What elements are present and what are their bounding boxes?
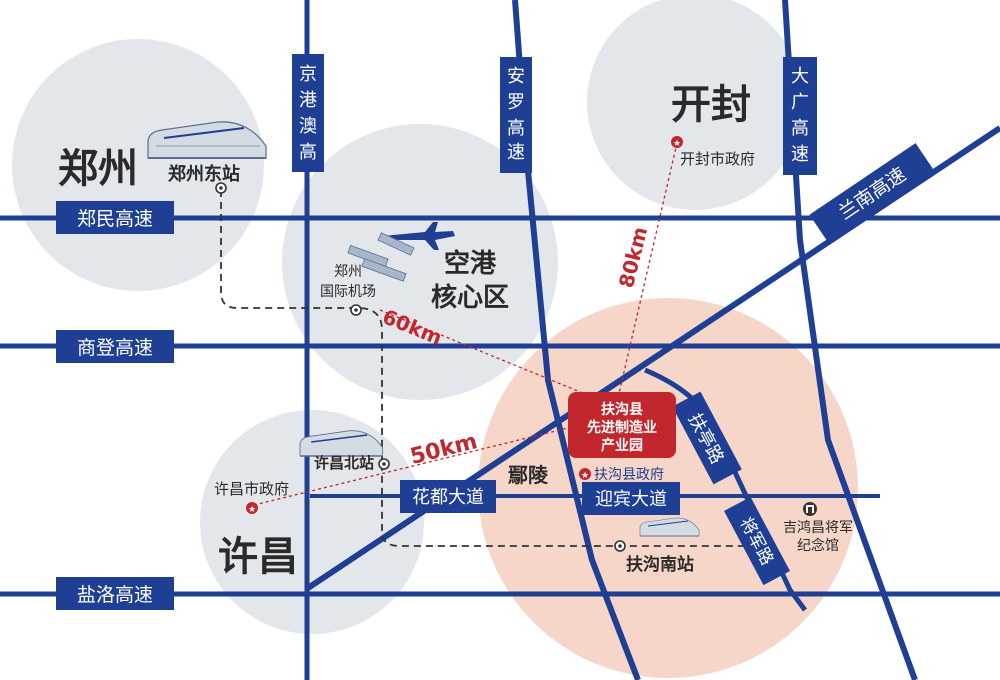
svg-text:★: ★ — [248, 505, 256, 515]
svg-text:高: 高 — [299, 142, 317, 163]
train-icon — [299, 430, 384, 457]
park-line1: 扶沟县 — [601, 401, 643, 418]
station-marker-icon — [614, 540, 626, 552]
train-icon — [639, 517, 700, 537]
xuchang-north-label: 许昌北站 — [314, 454, 374, 472]
line-to-kaifeng — [617, 142, 678, 399]
airplane-icon — [383, 222, 455, 250]
zz-airport-line1: 郑州 — [334, 264, 362, 280]
yanling-name: 鄢陵 — [508, 463, 549, 487]
huadu-label: 花都大道 — [412, 487, 484, 508]
svg-text:★: ★ — [673, 139, 681, 149]
distance-to-xuchang: 50km — [408, 429, 480, 470]
svg-text:港: 港 — [299, 90, 317, 111]
anluo-label: 安罗 高速 — [507, 66, 525, 163]
zhengzhou-name: 郑州 — [58, 146, 138, 192]
train-icon — [147, 121, 267, 159]
zhengmin-label: 郑民高速 — [77, 208, 153, 230]
lanan-label-group: 兰南高速 — [809, 143, 935, 243]
distance-to-kaifeng: 80km — [614, 224, 652, 290]
airport-zone-line2: 核心区 — [431, 282, 509, 313]
star-marker-icon: ★ — [671, 136, 683, 149]
memorial-line2: 纪念馆 — [797, 537, 839, 554]
svg-text:罗: 罗 — [507, 92, 525, 113]
station-marker-icon — [350, 304, 362, 316]
industrial-park-marker: 扶沟县 先进制造业 产业园 — [568, 392, 676, 458]
svg-text:速: 速 — [791, 144, 809, 165]
horizontal-highway-labels: 郑民高速 商登高速 盐洛高速 花都大道 迎宾大道 — [56, 201, 680, 610]
airport-zone-circle — [282, 124, 558, 400]
futing-label-box — [672, 391, 742, 485]
park-line2: 先进制造业 — [587, 419, 657, 436]
shangdeng-label-box — [56, 330, 174, 363]
daguang-label: 大广 高速 — [791, 66, 809, 165]
distance-lines — [253, 142, 678, 506]
fugou-south-label: 扶沟南站 — [626, 554, 694, 575]
svg-text:广: 广 — [791, 92, 809, 113]
huadu-label-box — [400, 480, 496, 513]
station-marker-icon — [215, 182, 227, 194]
yanluo-label-box — [56, 577, 174, 610]
svg-text:澳: 澳 — [299, 116, 317, 137]
memorial-line1: 吉鸿昌将军 — [783, 519, 853, 536]
svg-text:大: 大 — [791, 66, 809, 87]
star-marker-icon: ★ — [246, 502, 258, 515]
svg-text:高: 高 — [507, 118, 525, 139]
place-labels: 郑州东站 郑州 国际机场 开封市政府 许昌北站 许昌市政府 扶沟县政府 扶沟南站… — [168, 150, 853, 575]
line-to-airport — [379, 309, 596, 399]
xuchang-region-circle — [200, 410, 424, 634]
daguang-label-box — [783, 57, 817, 175]
svg-text:高: 高 — [791, 118, 809, 139]
svg-text:京: 京 — [299, 64, 317, 85]
yingbin-label: 迎宾大道 — [595, 489, 667, 510]
airport-terminal-icon — [347, 232, 415, 282]
fugou-gov-label: 扶沟县政府 — [594, 467, 664, 483]
park-line3: 产业园 — [601, 437, 643, 454]
xuchang-name: 许昌 — [218, 534, 298, 580]
city-labels: 郑州 开封 许昌 空港 核心区 鄢陵 — [58, 82, 751, 580]
kaifeng-region-circle — [587, 0, 803, 210]
kaifeng-name: 开封 — [671, 82, 751, 128]
zhengzhou-east-label: 郑州东站 — [168, 163, 240, 185]
line-to-xuchang — [253, 424, 581, 506]
station-marker-icon — [378, 458, 390, 470]
jinggangao-label-box — [292, 54, 324, 172]
svg-text:安: 安 — [507, 66, 525, 87]
airport-zone-line1: 空港 — [444, 248, 497, 279]
kaifeng-gov-label: 开封市政府 — [680, 150, 755, 168]
anluo-label-box — [500, 57, 532, 173]
memorial-icon — [803, 502, 817, 516]
shangdeng-label: 商登高速 — [77, 337, 153, 359]
yingbin-label-box — [582, 482, 680, 515]
zz-airport-line2: 国际机场 — [320, 284, 376, 300]
yanluo-label: 盐洛高速 — [77, 584, 153, 606]
xuchang-gov-label: 许昌市政府 — [214, 480, 289, 498]
star-marker-icon: ★ — [579, 468, 591, 481]
transit-route-dashed — [220, 190, 770, 547]
vertical-highway-labels: 京港 澳高 安罗 高速 大广 高速 — [292, 54, 817, 175]
zhengmin-label-box — [56, 201, 174, 234]
svg-text:★: ★ — [581, 471, 589, 481]
jiangjun-label-box — [724, 496, 790, 586]
lanan-label-box — [809, 143, 935, 243]
jinggangao-label: 京港 澳高 — [299, 64, 317, 163]
svg-text:速: 速 — [507, 142, 525, 163]
